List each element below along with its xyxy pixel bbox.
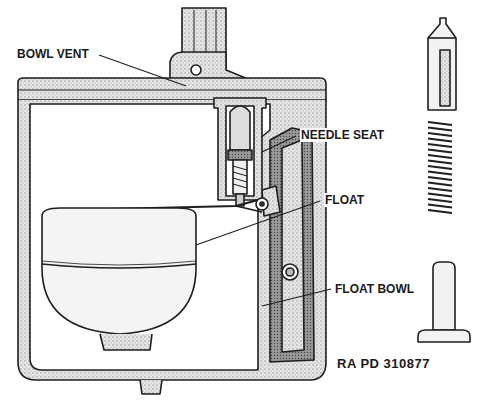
- figure-code: RA PD 310877: [336, 357, 431, 371]
- part-label: BOWL VENT: [16, 47, 90, 61]
- part-label: NEEDLE SEAT: [300, 128, 385, 142]
- spring-coils: [428, 122, 452, 213]
- part-label: FLOAT: [324, 193, 365, 207]
- part-label: FLOAT BOWL: [334, 282, 415, 296]
